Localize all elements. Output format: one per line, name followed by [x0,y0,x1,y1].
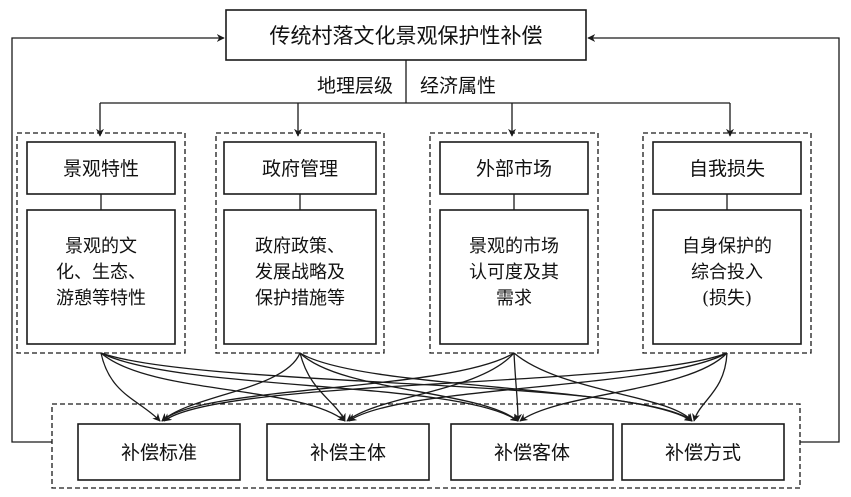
feedback-left [11,34,225,443]
factor-group-4: 自我损失 自身保护的 综合投入 (损失) [642,132,812,354]
factor-outcome-curves [100,352,728,422]
factor-group-1: 景观特性 景观的文 化、生态、 游憩等特性 [16,132,186,354]
curve-f3-o3 [513,352,522,422]
factor-group-3: 外部市场 景观的市场 认可度及其 需求 [429,132,599,354]
outcome-3-box [450,423,614,481]
factor-1-body-box [26,209,176,345]
factor-1-head-box [26,141,176,195]
factor-1-line-3: 游憩等特性 [56,288,146,309]
factor-1-line-1: 景观的文 [65,236,137,257]
curve-f2-o2 [299,352,346,422]
label-economic-attribute: 经济属性 [420,75,496,97]
factor-4-line-1: 自身保护的 [682,236,772,257]
outcome-1-box [77,423,241,481]
factor-4-head: 自我损失 [689,158,765,180]
factor-2-line-1: 政府政策、 [255,236,345,257]
outcome-2-box [266,423,430,481]
curve-f2-o1 [161,352,301,422]
factor-4-body-box [652,209,802,345]
outcome-4-label: 补偿方式 [665,442,741,464]
label-geographic-level: 地理层级 [317,75,393,97]
outcome-2: 补偿主体 [266,423,430,481]
curve-f3-o2 [346,352,515,422]
outcome-3-label: 补偿客体 [494,442,570,464]
curve-f3-o1 [161,352,515,422]
outcome-1-label: 补偿标准 [121,442,197,464]
title-text: 传统村落文化景观保护性补偿 [270,24,543,48]
factor-3-body-box [439,209,589,345]
title-box [225,9,587,61]
outcome-3: 补偿客体 [450,423,614,481]
factor-3-line-1: 景观的市场 [469,236,559,257]
curve-f4-o3 [519,352,728,422]
factor-2-line-3: 保护措施等 [255,288,345,309]
curve-f3-o4 [513,352,693,422]
curve-f4-o4 [692,352,728,422]
outcome-4-box [621,423,785,481]
outcome-2-label: 补偿主体 [310,442,386,464]
factor-1-line-2: 化、生态、 [56,262,146,283]
curve-f1-o1 [100,352,161,422]
factor-3-line-2: 认可度及其 [469,262,559,283]
curve-f1-o2 [100,352,346,422]
factor-3-head: 外部市场 [476,158,552,180]
curve-f2-o3 [299,352,519,422]
factor-4-line-2: 综合投入 [691,262,763,283]
outcome-1: 补偿标准 [77,423,241,481]
factor-2-body-box [223,209,377,345]
factor-2-line-2: 发展战略及 [255,262,345,283]
factor-3-head-box [439,141,589,195]
feedback-right [587,34,840,443]
outcome-4: 补偿方式 [621,423,785,481]
curve-f4-o2 [348,352,728,422]
factor-1-head: 景观特性 [63,158,139,180]
factor-2-head: 政府管理 [262,158,338,180]
curve-f4-o1 [163,352,728,422]
factor-4-head-box [652,141,802,195]
factor-3-line-3: 需求 [496,288,532,309]
curve-f2-o4 [299,352,693,422]
factor-group-2: 政府管理 政府政策、 发展战略及 保护措施等 [215,132,385,354]
factor-4-line-3: (损失) [702,288,752,309]
curve-f1-o3 [100,352,519,422]
